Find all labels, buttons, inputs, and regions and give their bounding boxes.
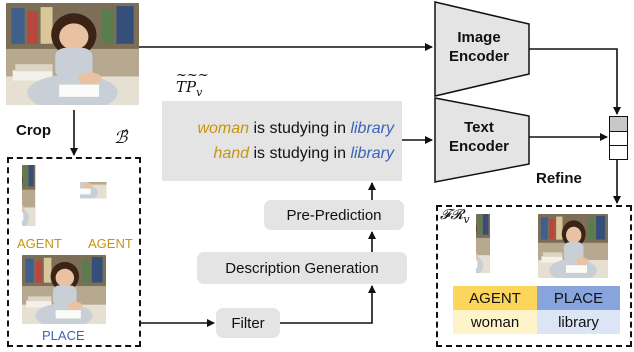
- arrow-image-encoder-to-refine: [529, 48, 621, 115]
- crop-label: Crop: [16, 122, 51, 139]
- text-encoder-shape: [434, 97, 530, 183]
- crop-box: [7, 157, 141, 347]
- main-photo: [6, 3, 139, 105]
- fr-symbol: 𝓕𝓡: [440, 207, 464, 223]
- fr-box: [436, 205, 632, 347]
- fr-subscript: v: [463, 212, 470, 226]
- fr-label: 𝓕𝓡v: [440, 207, 470, 226]
- arrow-filter-up: [280, 285, 376, 324]
- prompt-1-place: library: [350, 120, 394, 137]
- crop-tag-agent-1: AGENT: [17, 236, 62, 251]
- tp-subscript: v: [196, 86, 203, 99]
- prompt-box: [162, 101, 402, 181]
- tp-label: ~~~ TPv: [176, 68, 209, 99]
- fr-place-photo: [538, 214, 608, 278]
- fr-agent-photo: [476, 214, 518, 278]
- refine-module: [609, 116, 628, 160]
- crop-tag-place: PLACE: [42, 328, 85, 343]
- tp-symbol: TP: [176, 78, 197, 96]
- refine-label: Refine: [536, 170, 582, 187]
- table-value-place: library: [537, 310, 620, 334]
- prompt-2-subject: hand: [213, 145, 250, 162]
- description-generation-box: Description Generation: [197, 252, 407, 284]
- filter-box: Filter: [216, 308, 280, 338]
- crop-tag-agent-2: AGENT: [88, 236, 133, 251]
- bbox-symbol: ℬ̂: [114, 128, 128, 148]
- prompt-2-middle: is studying in: [249, 145, 351, 162]
- crop-agent-hand: [80, 182, 133, 231]
- table-value-agent: woman: [453, 310, 537, 334]
- crop-agent-face: [22, 165, 62, 231]
- table-header-agent: AGENT: [453, 286, 537, 310]
- prompt-1-subject: woman: [197, 120, 250, 137]
- prompt-line-2: hand is studying in library: [162, 145, 394, 163]
- prompt-1-middle: is studying in: [249, 120, 351, 137]
- crop-place: [22, 255, 106, 324]
- pre-prediction-box: Pre-Prediction: [264, 200, 404, 230]
- prompt-line-1: woman is studying in library: [162, 120, 394, 138]
- table-header-place: PLACE: [537, 286, 620, 310]
- prompt-2-place: library: [350, 145, 394, 162]
